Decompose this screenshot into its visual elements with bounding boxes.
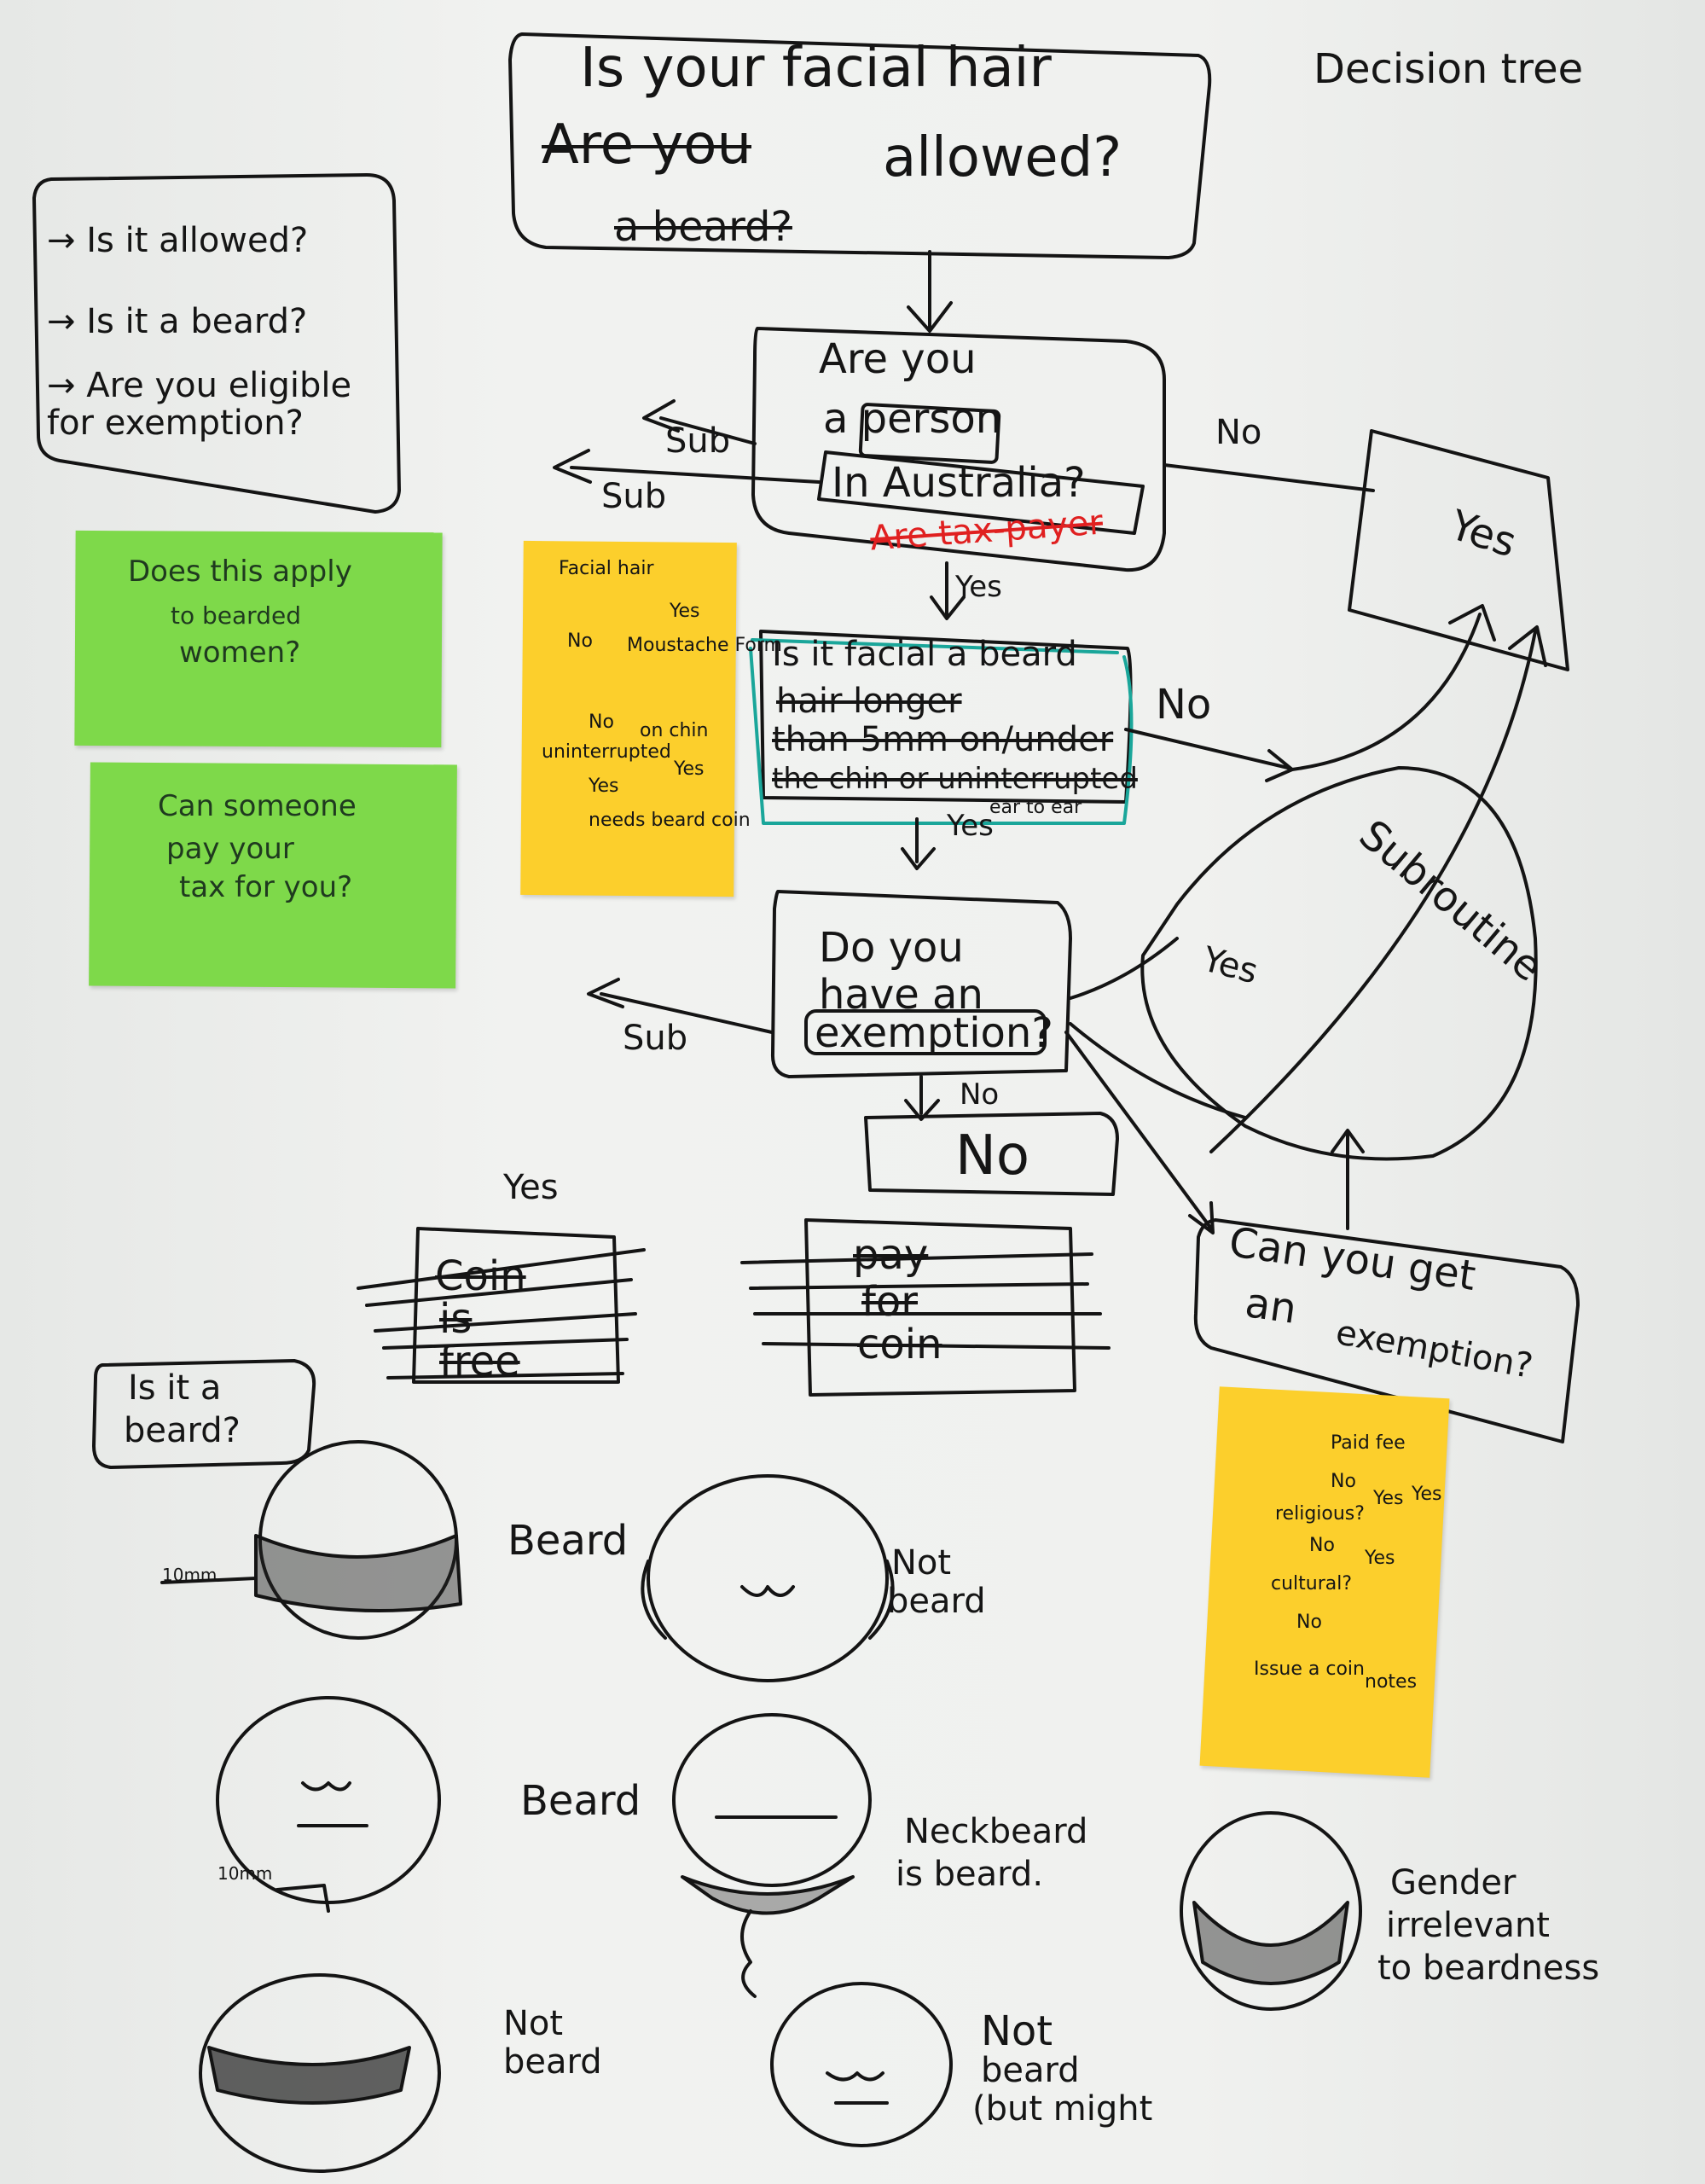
node-person-text: Are you bbox=[819, 335, 977, 383]
face-label: Not bbox=[503, 2004, 564, 2043]
sticky-text: cultural? bbox=[1271, 1573, 1353, 1594]
sticky-text: uninterrupted bbox=[542, 741, 671, 763]
sticky-text: Yes bbox=[674, 758, 705, 780]
sticky-text: Paid fee bbox=[1331, 1432, 1406, 1454]
no-box bbox=[864, 1112, 1119, 1196]
sticky-text: No bbox=[567, 630, 593, 652]
exemption-node-box bbox=[770, 890, 1072, 1078]
sticky-text: on chin bbox=[640, 720, 709, 741]
side-list-item: → Is it allowed? bbox=[47, 221, 309, 260]
sticky-text: Moustache Form bbox=[627, 635, 782, 656]
struck-text: coin bbox=[857, 1321, 942, 1368]
edge-label-sub: Sub bbox=[623, 1019, 688, 1058]
edge-label-no: No bbox=[1156, 681, 1212, 729]
face-label: irrelevant bbox=[1386, 1906, 1550, 1945]
side-list-item: → Is it a beard? bbox=[47, 302, 308, 341]
face-label: Not bbox=[981, 2007, 1053, 2055]
face-label: Not bbox=[891, 1543, 952, 1583]
sticky-text: women? bbox=[179, 636, 301, 670]
side-list-box bbox=[32, 173, 401, 514]
edge-label-yes: Yes bbox=[947, 809, 994, 843]
node-beard-text: hair longer bbox=[776, 682, 962, 721]
top-question-line2: allowed? bbox=[883, 126, 1122, 189]
is-beard-box bbox=[92, 1359, 316, 1469]
measure-label: 10mm bbox=[217, 1863, 273, 1884]
sticky-text: No bbox=[1296, 1612, 1322, 1633]
sticky-yellow-1 bbox=[520, 540, 737, 897]
node-beard-text: the chin or uninterrupted bbox=[772, 762, 1138, 796]
face-notbeard-1 bbox=[647, 1474, 889, 1682]
sticky-text: religious? bbox=[1275, 1503, 1365, 1525]
node-exemption-text: Do you bbox=[819, 924, 964, 972]
is-beard-text: Is it a bbox=[128, 1368, 222, 1408]
struck-box-right bbox=[804, 1218, 1076, 1397]
can-exempt-box bbox=[1193, 1218, 1580, 1443]
sticky-text: tax for you? bbox=[179, 870, 353, 904]
edge-label-sub: Sub bbox=[665, 421, 731, 461]
struck-text: Coin bbox=[435, 1252, 526, 1300]
node-exemption-text: have an bbox=[819, 971, 983, 1019]
sticky-text: No bbox=[1309, 1535, 1335, 1556]
struck-text: free bbox=[439, 1338, 520, 1385]
edge-label-no: No bbox=[1215, 413, 1262, 452]
face-gender bbox=[1180, 1811, 1362, 2011]
node-beard-text: Is it facial a beard bbox=[772, 635, 1077, 674]
sticky-text: Yes bbox=[1365, 1548, 1395, 1569]
node-no-text: No bbox=[955, 1124, 1030, 1188]
sticky-text: Yes bbox=[670, 601, 700, 622]
sticky-text: needs beard coin bbox=[589, 810, 751, 831]
face-notbeard-3 bbox=[770, 1982, 953, 2147]
sticky-text: Can someone bbox=[158, 789, 357, 823]
node-person-text: a person bbox=[823, 395, 1002, 443]
top-question-struck-2: a beard? bbox=[614, 203, 792, 251]
measure-label: 10mm bbox=[162, 1565, 217, 1585]
subroutine-circle bbox=[1140, 766, 1538, 1161]
top-question-line1: Is your facial hair bbox=[580, 37, 1052, 100]
sticky-text: No bbox=[1331, 1471, 1356, 1492]
edge-label-no: No bbox=[960, 1077, 1000, 1112]
face-label: beard bbox=[503, 2042, 602, 2082]
node-exemption-text: exemption? bbox=[815, 1009, 1053, 1057]
face-label: Gender bbox=[1390, 1863, 1517, 1902]
edge-label-yes: Yes bbox=[955, 570, 1002, 604]
struck-text: for bbox=[861, 1278, 918, 1326]
face-label: (but might bbox=[972, 2089, 1153, 2129]
diagram-title: Decision tree bbox=[1314, 45, 1584, 93]
face-label: is beard. bbox=[896, 1855, 1044, 1894]
is-beard-text: beard? bbox=[124, 1411, 241, 1450]
yes-box bbox=[1348, 429, 1569, 671]
face-notbeard-2 bbox=[199, 1973, 441, 2173]
struck-text: is bbox=[439, 1295, 473, 1343]
node-beard-note: ear to ear bbox=[989, 797, 1082, 818]
top-question-struck: Are you bbox=[542, 113, 751, 177]
face-label: Beard bbox=[520, 1777, 641, 1825]
sticky-text: pay your bbox=[166, 832, 294, 866]
face-label: Beard bbox=[507, 1517, 629, 1565]
sticky-text: notes bbox=[1365, 1671, 1418, 1693]
sticky-text: Yes bbox=[1412, 1484, 1442, 1505]
face-neckbeard bbox=[672, 1713, 872, 1887]
face-label: beard bbox=[981, 2051, 1080, 2090]
person-node-box bbox=[751, 327, 1166, 572]
node-can-exempt-text: an bbox=[1242, 1279, 1300, 1333]
edge-label-yes: Yes bbox=[503, 1168, 559, 1207]
node-beard-text: than 5mm on/under bbox=[772, 720, 1114, 759]
top-question-box bbox=[508, 32, 1212, 259]
face-label: to beardness bbox=[1377, 1949, 1600, 1988]
face-label: beard bbox=[887, 1582, 986, 1621]
edge-label-sub: Sub bbox=[601, 477, 667, 516]
node-person-text: In Australia? bbox=[832, 459, 1086, 507]
sticky-text: Yes bbox=[1373, 1488, 1404, 1509]
sticky-text: to bearded bbox=[171, 601, 301, 630]
sticky-text: Yes bbox=[589, 775, 619, 797]
face-label: Neckbeard bbox=[904, 1812, 1088, 1851]
sticky-text: Facial hair bbox=[559, 558, 654, 579]
struck-box-left bbox=[412, 1227, 620, 1384]
struck-text: pay bbox=[853, 1231, 929, 1279]
sticky-text: No bbox=[589, 712, 614, 733]
sticky-text: Does this apply bbox=[128, 555, 352, 589]
sticky-text: Issue a coin bbox=[1254, 1658, 1365, 1680]
side-list-item: → Are you eligible for exemption? bbox=[47, 366, 352, 443]
